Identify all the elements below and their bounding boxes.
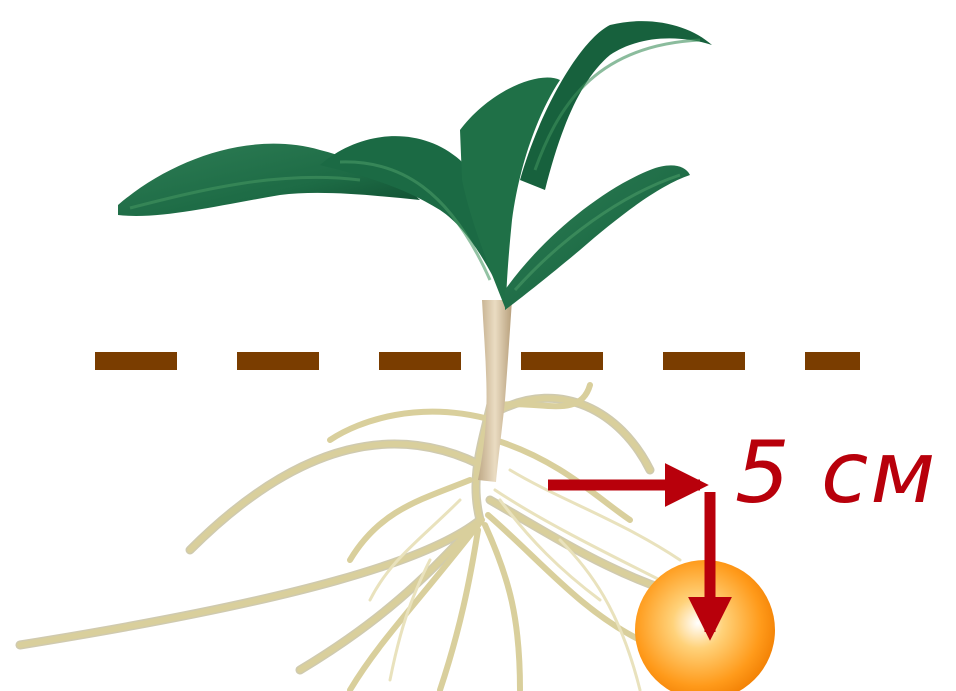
plant-roots [20, 385, 700, 690]
plant-leaves [118, 21, 712, 310]
plant-stem [478, 300, 512, 482]
distance-label: 5 см [735, 430, 937, 516]
